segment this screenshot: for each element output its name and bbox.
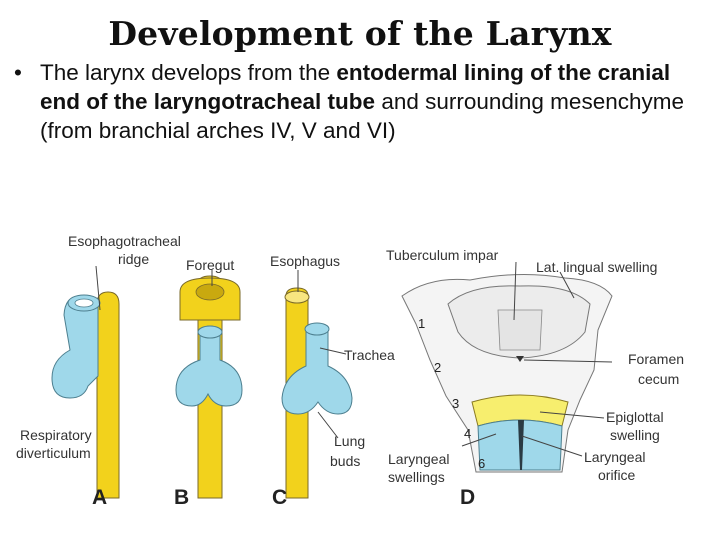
label-ridge: ridge	[118, 251, 149, 267]
slide-title: Development of the Larynx	[108, 14, 612, 53]
panel-c-esophagus-top	[284, 290, 310, 304]
bullet-symbol: •	[14, 60, 22, 85]
label-laryngeal-orifice-1: Laryngeal	[584, 449, 646, 465]
panel-d-epiglottal-leader	[539, 411, 605, 419]
panel-c-lung-leader	[317, 411, 339, 439]
label-trachea: Trachea	[344, 347, 395, 363]
panel-letter-b: B	[174, 486, 189, 509]
panel-b-trachea	[175, 325, 243, 407]
label-cecum: cecum	[638, 371, 679, 387]
panel-d	[401, 261, 613, 473]
panel-d-laryngeal-orifice	[518, 420, 524, 470]
label-lat-lingual-swelling: Lat. lingual swelling	[536, 259, 657, 275]
label-foramen: Foramen	[628, 351, 684, 367]
arch-number-3: 3	[452, 396, 459, 411]
bullet-text-part2: and surrounding mesenchyme (from branchi…	[40, 89, 684, 143]
label-tuberculum-impar: Tuberculum impar	[386, 247, 499, 263]
panel-d-orifice-leader	[521, 435, 583, 457]
panel-b-lumen	[195, 283, 225, 301]
label-laryngeal-swellings-1: Laryngeal	[388, 451, 450, 467]
label-buds: buds	[330, 453, 360, 469]
bullet-text-part1: The larynx develops from the	[40, 60, 337, 85]
panel-d-lingual-leader	[559, 271, 575, 299]
panel-d-tuberculum-leader	[513, 261, 517, 321]
arch-number-4: 4	[464, 426, 471, 441]
label-diverticulum: diverticulum	[16, 445, 91, 461]
panel-a-ridge-leader	[95, 265, 101, 311]
label-swelling: swelling	[610, 427, 660, 443]
bullet-point: • The larynx develops from the entoderma…	[14, 58, 704, 145]
arch-number-6: 6	[478, 456, 485, 471]
label-esophagotracheal: Esophagotracheal	[68, 233, 181, 249]
larynx-development-figure: Esophagotracheal ridge Foregut Esophagus…	[16, 233, 684, 509]
label-lung: Lung	[334, 433, 365, 449]
panel-d-tuberculum-impar	[497, 309, 543, 351]
panel-a	[51, 265, 120, 499]
panel-c-trachea-leader	[319, 347, 347, 355]
label-esophagus: Esophagus	[270, 253, 340, 269]
panel-letter-d: D	[460, 486, 475, 509]
bullet-text: The larynx develops from the entodermal …	[40, 58, 704, 145]
panel-c-trachea-lung-buds	[281, 323, 353, 415]
panel-a-foregut	[96, 291, 120, 499]
panel-b	[175, 270, 243, 499]
label-epiglottal: Epiglottal	[606, 409, 664, 425]
label-respiratory: Respiratory	[20, 427, 92, 443]
panel-letter-c: C	[272, 486, 287, 509]
arch-number-2: 2	[434, 360, 441, 375]
panel-d-foramen-cecum	[516, 356, 524, 362]
label-laryngeal-orifice-2: orifice	[598, 467, 636, 483]
bullet-text-bold: entodermal lining of the cranial end of …	[40, 60, 671, 114]
label-foregut: Foregut	[186, 257, 234, 273]
panel-d-swellings-leader	[461, 433, 497, 447]
panel-a-opening-inner	[74, 298, 94, 308]
label-laryngeal-swellings-2: swellings	[388, 469, 445, 485]
panel-a-respiratory-diverticulum	[51, 295, 99, 399]
arch-number-1: 1	[418, 316, 425, 331]
panel-letter-a: A	[92, 486, 107, 509]
panel-d-foramen-leader	[523, 359, 613, 363]
panel-c-trachea-top	[304, 322, 330, 336]
panel-c	[281, 270, 353, 499]
panel-b-tracheal-top	[197, 325, 223, 339]
